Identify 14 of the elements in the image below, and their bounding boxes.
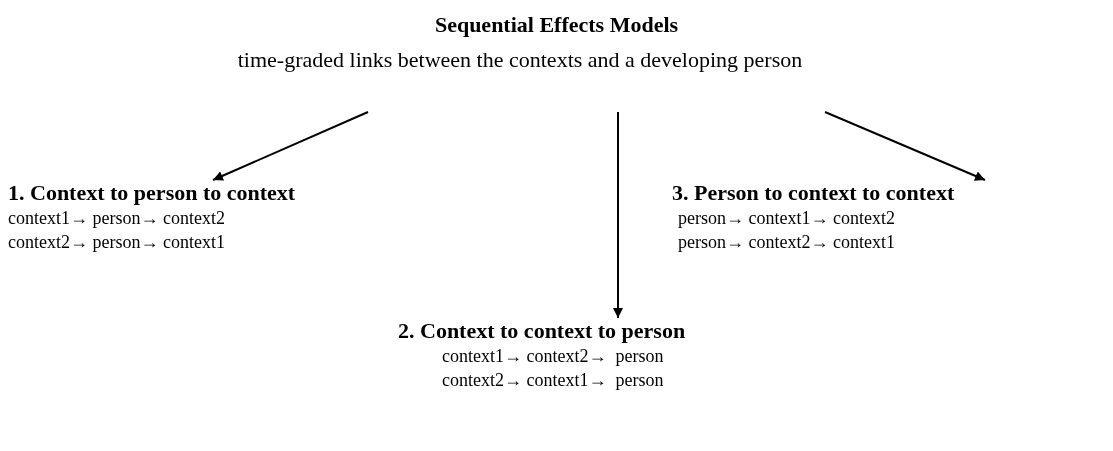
sequence-text: context1→ person→ context2 bbox=[8, 207, 225, 230]
model-heading: 1. Context to person to context bbox=[8, 180, 296, 206]
sequence-text: context2→ person→ context1 bbox=[8, 231, 225, 254]
arrow bbox=[613, 111, 623, 319]
model-heading: 2. Context to context to person bbox=[398, 318, 686, 344]
sequence-text: person→ context2→ context1 bbox=[678, 231, 895, 254]
arrow bbox=[212, 111, 369, 181]
subtitle-text: time-graded links between the contexts and a developing person bbox=[237, 46, 803, 74]
arrow bbox=[824, 111, 986, 181]
model-heading: 3. Person to context to context bbox=[672, 180, 955, 206]
sequence-text: context1→ context2→ person bbox=[442, 345, 664, 368]
sequence-text: context2→ context1→ person bbox=[442, 369, 664, 392]
sequence-text: person→ context1→ context2 bbox=[678, 207, 895, 230]
diagram-title: Sequential Effects Models bbox=[433, 12, 680, 38]
